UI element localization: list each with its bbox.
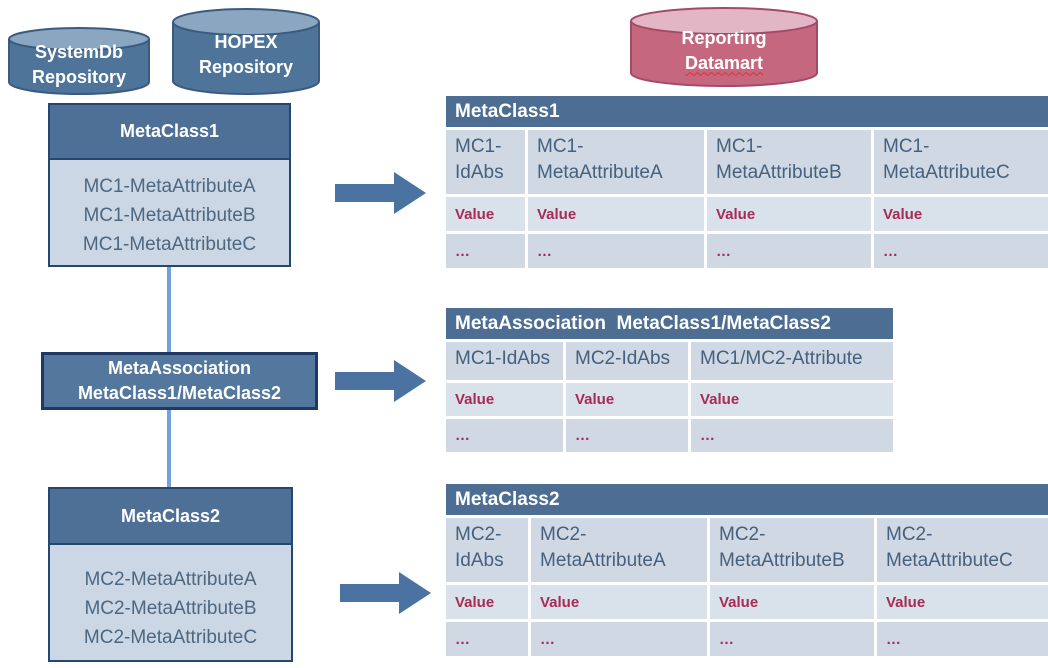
- column-header-cell: MC1/MC2-Attribute: [691, 342, 893, 380]
- value-cell: Value: [531, 585, 707, 619]
- metaclass1-box-attributes: MC1-MetaAttributeA MC1-MetaAttributeB MC…: [50, 160, 289, 259]
- cylinder-label-line: HOPEX: [214, 32, 278, 52]
- column-header-cell: MC2-IdAbs: [446, 518, 528, 582]
- column-header-cell: MC1-IdAbs: [446, 342, 563, 380]
- database-cylinder-icon: [630, 7, 818, 87]
- ellipsis-cell: …: [874, 234, 1048, 268]
- reporting-datamart-label: Reporting Datamart: [630, 7, 818, 87]
- hopex-repository-cylinder: HOPEX Repository: [172, 8, 320, 95]
- cylinder-label-line: SystemDb: [34, 41, 124, 62]
- attribute-line: MC1-MetaAttributeA: [83, 176, 256, 197]
- systemdb-repository-cylinder: SystemDb Repository: [8, 27, 150, 95]
- table-title: MetaClass2: [446, 484, 1048, 515]
- metaclass2-table: MetaClass2 MC2-IdAbs MC2-MetaAttributeA …: [446, 484, 1048, 656]
- connector-line-association-metaclass2: [167, 410, 171, 487]
- ellipsis-cell: …: [710, 622, 874, 656]
- value-cell: Value: [446, 197, 525, 231]
- metaclass1-box: MetaClass1 MC1-MetaAttributeA MC1-MetaAt…: [48, 103, 291, 267]
- value-cell: Value: [446, 383, 563, 416]
- ellipsis-cell: …: [566, 419, 688, 452]
- value-cell: Value: [528, 197, 704, 231]
- ellipsis-cell: …: [877, 622, 1048, 656]
- metaclass2-box: MetaClass2 MC2-MetaAttributeA MC2-MetaAt…: [48, 487, 293, 662]
- metaclass2-box-attributes: MC2-MetaAttributeA MC2-MetaAttributeB MC…: [50, 545, 291, 652]
- right-arrow-icon: [335, 360, 426, 402]
- table-title: MetaClass1: [446, 96, 1048, 127]
- metaassociation-box: MetaAssociation MetaClass1/MetaClass2: [41, 352, 318, 410]
- association-title-line: MetaAssociation: [107, 358, 252, 378]
- attribute-line: MC2-MetaAttributeC: [83, 627, 258, 648]
- ellipsis-cell: …: [691, 419, 893, 452]
- column-header-cell: MC1-MetaAttributeC: [874, 130, 1048, 194]
- ellipsis-cell: …: [446, 622, 528, 656]
- database-cylinder-icon: [8, 27, 150, 95]
- cylinder-label-line: Datamart: [684, 52, 764, 73]
- cylinder-label-line: Reporting: [681, 27, 767, 48]
- value-cell: Value: [446, 585, 528, 619]
- value-cell: Value: [566, 383, 688, 416]
- value-cell: Value: [874, 197, 1048, 231]
- value-cell: Value: [877, 585, 1048, 619]
- right-arrow-icon: [335, 172, 426, 214]
- right-arrow-icon: [340, 572, 431, 614]
- database-cylinder-icon: [172, 8, 320, 95]
- value-cell: Value: [707, 197, 871, 231]
- column-header-cell: MC1-IdAbs: [446, 130, 525, 194]
- ellipsis-cell: …: [531, 622, 707, 656]
- attribute-line: MC1-MetaAttributeB: [83, 205, 256, 226]
- column-header-cell: MC1-MetaAttributeA: [528, 130, 704, 194]
- hopex-repository-label: HOPEX Repository: [172, 8, 320, 95]
- cylinder-label-line: Repository: [31, 66, 127, 87]
- attribute-line: MC2-MetaAttributeA: [84, 569, 257, 590]
- ellipsis-cell: …: [528, 234, 704, 268]
- connector-line-metaclass1-association: [167, 267, 171, 352]
- metaclass1-table: MetaClass1 MC1-IdAbs MC1-MetaAttributeA …: [446, 96, 1048, 268]
- attribute-line: MC2-MetaAttributeB: [84, 598, 257, 619]
- metaclass1-box-title: MetaClass1: [50, 105, 289, 160]
- table-title: MetaAssociation MetaClass1/MetaClass2: [446, 308, 893, 339]
- column-header-cell: MC2-MetaAttributeB: [710, 518, 874, 582]
- cylinder-label-line: Repository: [198, 57, 294, 77]
- column-header-cell: MC2-MetaAttributeA: [531, 518, 707, 582]
- ellipsis-cell: …: [446, 234, 525, 268]
- attribute-line: MC1-MetaAttributeC: [82, 234, 257, 255]
- value-cell: Value: [691, 383, 893, 416]
- association-title-line: MetaClass1/MetaClass2: [77, 383, 282, 403]
- metaclass2-box-title: MetaClass2: [50, 489, 291, 545]
- metaassociation-table: MetaAssociation MetaClass1/MetaClass2 MC…: [446, 308, 893, 452]
- column-header-cell: MC1-MetaAttributeB: [707, 130, 871, 194]
- column-header-cell: MC2-IdAbs: [566, 342, 688, 380]
- reporting-datamart-cylinder: Reporting Datamart: [630, 7, 818, 87]
- systemdb-repository-label: SystemDb Repository: [8, 27, 150, 95]
- ellipsis-cell: …: [446, 419, 563, 452]
- value-cell: Value: [710, 585, 874, 619]
- column-header-cell: MC2-MetaAttributeC: [877, 518, 1048, 582]
- ellipsis-cell: …: [707, 234, 871, 268]
